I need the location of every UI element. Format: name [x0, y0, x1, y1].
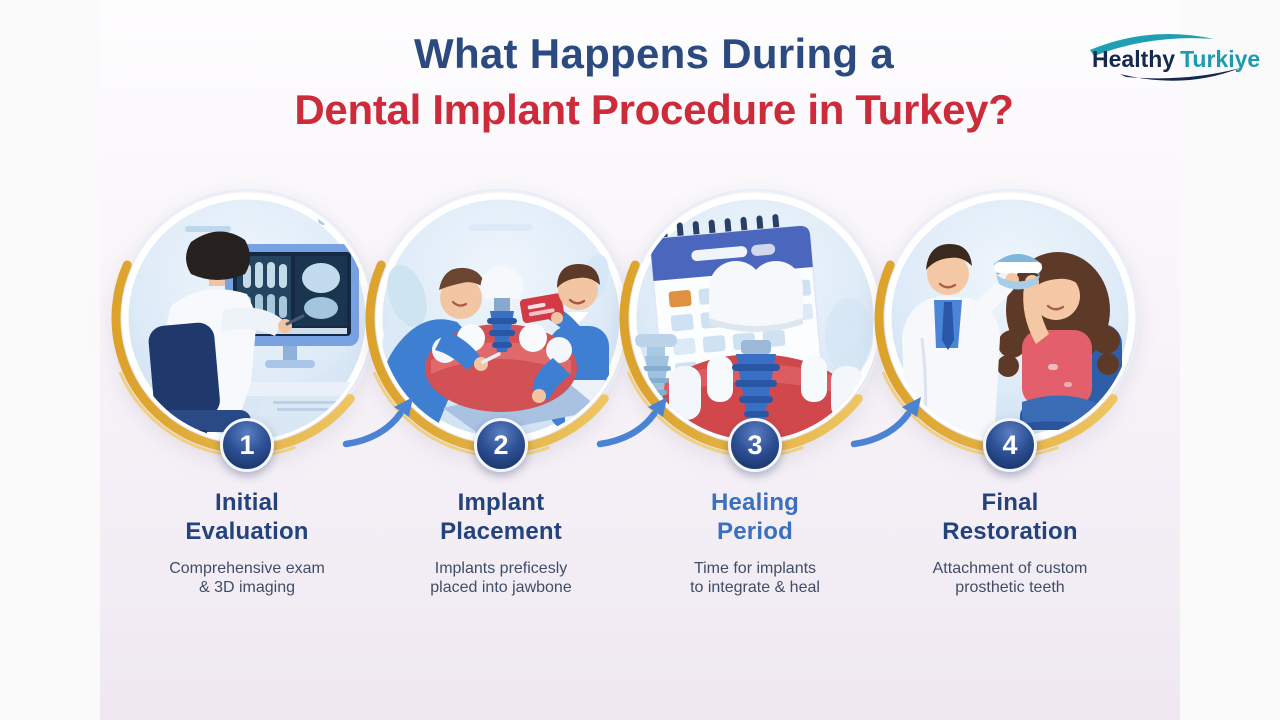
- step3-title: Healing Period: [605, 488, 905, 546]
- step3-title-line2: Period: [717, 518, 793, 545]
- step1-desc-line2: & 3D imaging: [198, 579, 296, 596]
- step-3: 3 Healing Period Time for implants to in…: [605, 168, 905, 597]
- step2-desc-line2: placed into jawbone: [430, 579, 572, 596]
- step4-title-line2: Restoration: [942, 518, 1078, 545]
- step1-title-line1: Initial: [214, 489, 280, 516]
- step1-title-line2: Evaluation: [185, 518, 309, 545]
- step3-title-line1: Healing: [710, 489, 800, 516]
- step3-description: Time for implants to integrate & heal: [605, 559, 905, 597]
- step1-desc-line1: Comprehensive exam: [169, 560, 325, 577]
- title-line-2: Dental Implant Procedure in Turkey?: [294, 86, 1014, 133]
- step2-desc-line1: Implants preficesly: [434, 560, 568, 577]
- step4-title-line1: Final: [981, 489, 1039, 516]
- step1-description: Comprehensive exam & 3D imaging: [97, 559, 397, 597]
- step3-desc-line2: to integrate & heal: [690, 579, 820, 596]
- infographic-title: What Happens During a Dental Implant Pro…: [114, 30, 1194, 134]
- arrow-1-icon: [338, 394, 428, 450]
- step1-title: Initial Evaluation: [97, 488, 397, 546]
- step1-number-badge: 1: [220, 418, 274, 472]
- title-line-1: What Happens During a: [414, 30, 894, 77]
- step3-illustration: [615, 178, 895, 458]
- step3-number-badge: 3: [728, 418, 782, 472]
- step3-desc-line1: Time for implants: [693, 560, 817, 577]
- step4-desc-line1: Attachment of custom: [932, 560, 1088, 577]
- step2-title: Implant Placement: [351, 488, 651, 546]
- step2-number-badge: 2: [474, 418, 528, 472]
- arrow-2-icon: [592, 394, 682, 450]
- logo-word-turkiye: Turkiye: [1180, 46, 1261, 72]
- step2-title-line1: Implant: [457, 489, 545, 516]
- step-2: 2 Implant Placement Implants preficesly …: [351, 168, 651, 597]
- step2-title-line2: Placement: [440, 518, 562, 545]
- arrow-3-icon: [846, 394, 936, 450]
- logo-word-healthy: Healthy: [1092, 46, 1176, 72]
- step-4: 4 Final Restoration Attachment of custom…: [860, 168, 1160, 597]
- step4-number-badge: 4: [983, 418, 1037, 472]
- step2-description: Implants preficesly placed into jawbone: [351, 559, 651, 597]
- step2-illustration: [361, 178, 641, 458]
- step4-description: Attachment of custom prosthetic teeth: [860, 559, 1160, 597]
- logo-swoosh-icon: [1090, 33, 1240, 81]
- step4-illustration: [870, 178, 1150, 458]
- step4-desc-line2: prosthetic teeth: [955, 579, 1065, 596]
- step-1: 1 Initial Evaluation Comprehensive exam …: [97, 168, 397, 597]
- step4-title: Final Restoration: [860, 488, 1160, 546]
